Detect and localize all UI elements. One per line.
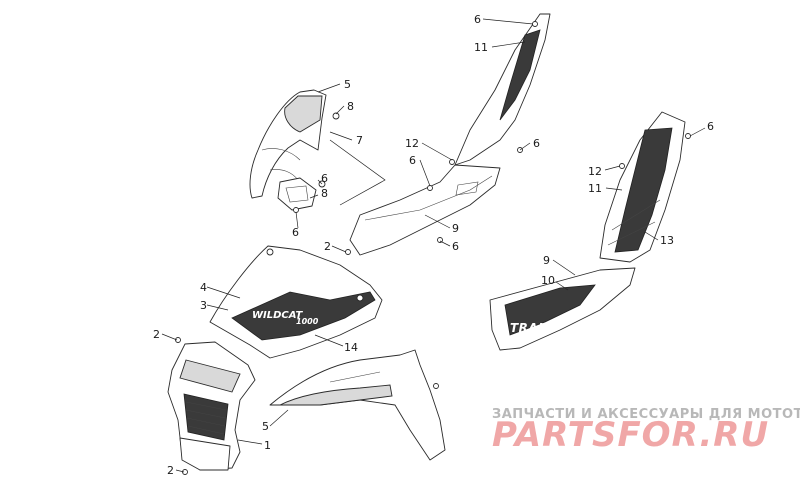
callout-6: 6 bbox=[474, 13, 481, 26]
lower-right-panel-part: TRAIL bbox=[489, 267, 636, 351]
callout-8: 8 bbox=[347, 100, 354, 113]
callout-14: 14 bbox=[344, 341, 358, 354]
callout-9: 9 bbox=[543, 254, 550, 267]
callout-3: 3 bbox=[200, 299, 207, 312]
cowl-upper-part bbox=[249, 89, 327, 199]
callout-12: 12 bbox=[405, 137, 419, 150]
front-grille-part bbox=[167, 337, 256, 475]
hood-logo: WILDCAT bbox=[252, 310, 304, 321]
trail-decal: TRAIL bbox=[510, 321, 551, 335]
callout-1: 1 bbox=[264, 439, 271, 452]
side-panel-left-part bbox=[345, 13, 551, 256]
side-panel-right-part bbox=[599, 111, 691, 263]
front-fender-part bbox=[269, 349, 446, 461]
callout-4: 4 bbox=[200, 281, 207, 294]
callout-6: 6 bbox=[292, 226, 299, 239]
callout-12: 12 bbox=[588, 165, 602, 178]
callout-6: 6 bbox=[707, 120, 714, 133]
callout-2: 2 bbox=[153, 328, 160, 341]
callout-11: 11 bbox=[588, 182, 602, 195]
callout-6: 6 bbox=[452, 240, 459, 253]
watermark: ЗАПЧАСТИ И АКСЕССУАРЫ ДЛЯ МОТОТЕХНИКИ PA… bbox=[492, 407, 800, 455]
callout-8: 8 bbox=[321, 187, 328, 200]
callout-11: 11 bbox=[474, 41, 488, 54]
watermark-brand: PARTSFOR.RU bbox=[492, 415, 769, 455]
hood-sub-logo: 1000 bbox=[296, 317, 319, 326]
callout-5: 5 bbox=[262, 420, 269, 433]
callout-6: 6 bbox=[533, 137, 540, 150]
callout-5: 5 bbox=[344, 78, 351, 91]
callout-2: 2 bbox=[167, 464, 174, 477]
callout-13: 13 bbox=[660, 234, 674, 247]
callout-2: 2 bbox=[324, 240, 331, 253]
callouts: 6 11 5 8 7 12 6 6 6 8 6 2 9 6 6 12 11 bbox=[153, 13, 714, 477]
watermark-tagline: ЗАПЧАСТИ И АКСЕССУАРЫ ДЛЯ МОТОТЕХНИКИ bbox=[492, 407, 800, 422]
callout-10: 10 bbox=[541, 274, 555, 287]
bracket-part bbox=[277, 112, 386, 213]
hood-part: WILDCAT 1000 bbox=[209, 245, 383, 359]
callout-7: 7 bbox=[356, 134, 363, 147]
callout-6: 6 bbox=[321, 172, 328, 185]
callout-6: 6 bbox=[409, 154, 416, 167]
callout-9: 9 bbox=[452, 222, 459, 235]
